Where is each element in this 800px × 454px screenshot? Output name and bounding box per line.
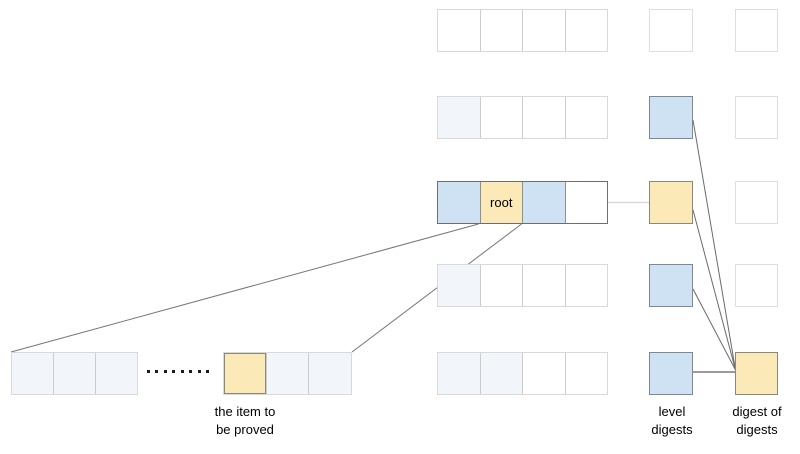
hash-table-row-2-cell-3 xyxy=(522,97,565,138)
digest-of-digests-4 xyxy=(735,264,778,307)
item-label: the item to be proved xyxy=(185,403,305,439)
hash-table-row-1-cell-3 xyxy=(522,10,565,51)
hash-table-row-3-cell-3 xyxy=(522,182,565,223)
leaf-row-right-cell-3 xyxy=(308,353,352,394)
digest-of-digests-label-line1: digest of xyxy=(732,404,782,419)
hash-table-row-2-cell-1 xyxy=(438,97,480,138)
leaf-row-left-cell-2 xyxy=(53,353,95,394)
digest-of-digests-label-line2: digests xyxy=(736,422,778,437)
digest-of-digests-5 xyxy=(735,352,778,395)
digest-of-digests-3 xyxy=(735,181,778,224)
root-label: root xyxy=(490,195,513,210)
hash-table-row-5-cell-1 xyxy=(438,353,480,394)
ellipsis-dot xyxy=(147,369,150,373)
ellipsis-dots xyxy=(147,369,209,373)
line-level2-to-digest xyxy=(692,119,736,371)
hash-table-row-4-cell-2 xyxy=(479,265,522,306)
digest-of-digests-label: digest of digests xyxy=(707,403,800,439)
fanline-root-to-leafrow-left xyxy=(10,223,479,353)
hash-table-row-1-cell-4 xyxy=(564,10,607,51)
ellipsis-dot xyxy=(163,369,167,373)
level-digest-3 xyxy=(649,181,693,224)
hash-table-row-3-cell-1 xyxy=(438,182,480,223)
hash-table-row-1 xyxy=(437,9,608,52)
hash-table-row-5-cell-3 xyxy=(522,353,565,394)
leaf-row-left-cell-1 xyxy=(12,353,53,394)
leaf-row-right-cell-1 xyxy=(224,353,266,394)
hash-table-row-1-cell-1 xyxy=(438,10,480,51)
leaf-row-right xyxy=(223,352,352,395)
ellipsis-dot xyxy=(197,369,201,373)
hash-table-row-5-cell-2 xyxy=(479,353,522,394)
hash-table-row-1-cell-2 xyxy=(479,10,522,51)
level-digest-1 xyxy=(649,9,693,52)
level-digest-4 xyxy=(649,264,693,307)
item-label-line2: be proved xyxy=(216,422,274,437)
line-level4-to-digest xyxy=(692,288,736,371)
hash-table-row-4-cell-1 xyxy=(438,265,480,306)
ellipsis-dot xyxy=(172,369,176,373)
hash-table-row-4 xyxy=(437,264,608,307)
ellipsis-dot xyxy=(189,369,193,373)
leaf-row-left-cell-3 xyxy=(95,353,137,394)
hash-table-row-2-cell-4 xyxy=(564,97,607,138)
item-label-line1: the item to xyxy=(214,404,276,419)
hash-table-row-5 xyxy=(437,352,608,395)
hash-table-row-3-cell-2: root xyxy=(479,182,522,223)
leaf-row-left xyxy=(11,352,138,395)
fanline-root-to-leafrow-right xyxy=(351,223,522,353)
hash-table-row-5-cell-4 xyxy=(564,353,607,394)
hash-table-row-2 xyxy=(437,96,608,139)
level-digest-5 xyxy=(649,352,693,395)
level-digests-label: level digests xyxy=(631,403,713,439)
hash-table-row-4-cell-3 xyxy=(522,265,565,306)
line-level3-to-digest xyxy=(692,209,736,371)
hash-table-row-4-cell-4 xyxy=(564,265,607,306)
digest-of-digests-1 xyxy=(735,9,778,52)
digest-of-digests-2 xyxy=(735,96,778,139)
ellipsis-dot xyxy=(205,369,209,373)
level-digests-label-line2: digests xyxy=(651,422,693,437)
hash-table-row-3: root xyxy=(437,181,608,224)
level-digests-label-line1: level xyxy=(658,404,686,419)
hash-table-row-2-cell-2 xyxy=(479,97,522,138)
level-digest-2 xyxy=(649,96,693,139)
hash-table-row-3-cell-4 xyxy=(564,182,607,223)
ellipsis-dot xyxy=(180,369,184,373)
leaf-row-right-cell-2 xyxy=(265,353,309,394)
ellipsis-dot xyxy=(155,369,159,373)
